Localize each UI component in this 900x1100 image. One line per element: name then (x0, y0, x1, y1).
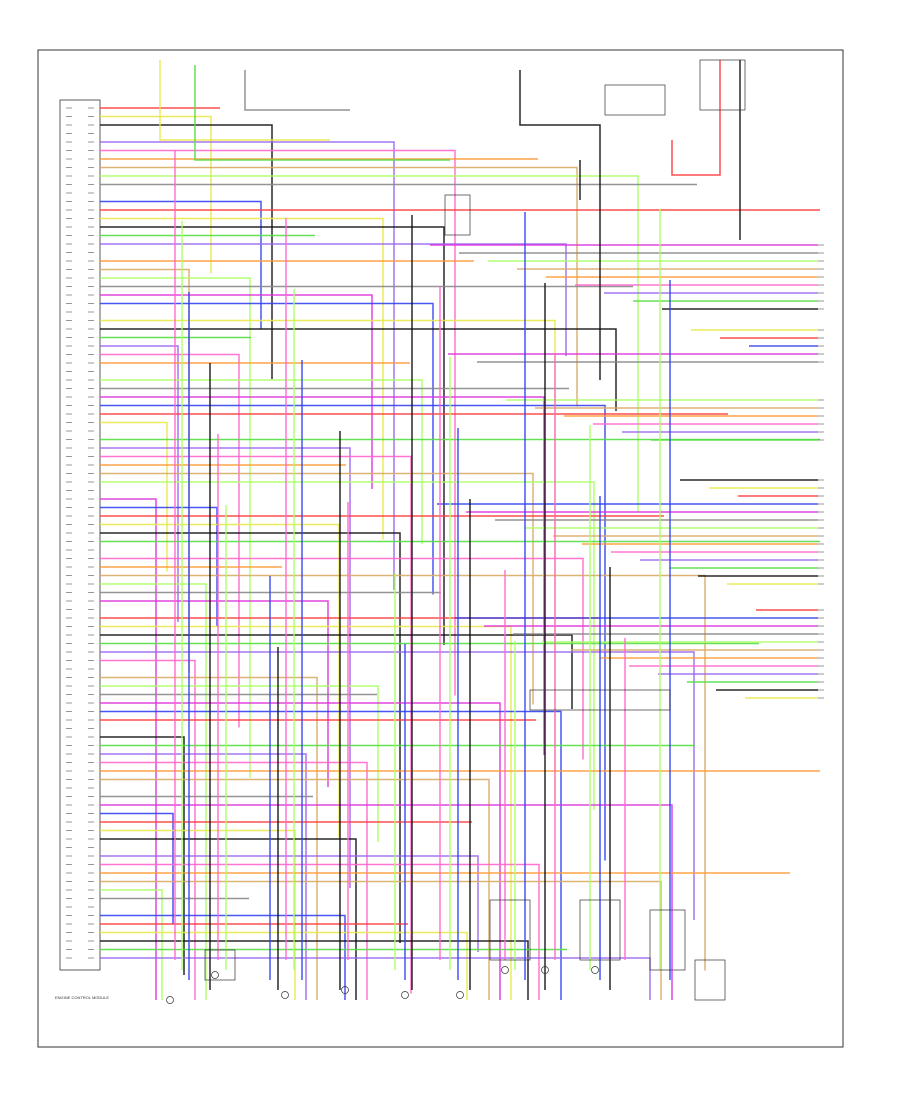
routed-wire (100, 634, 573, 709)
routed-wire (100, 676, 318, 1000)
ckp-sensor-box (204, 949, 236, 981)
routed-wire (100, 200, 262, 329)
routed-wire (100, 124, 273, 379)
routed-wire (100, 345, 179, 622)
ecm-caption: ENGINE CONTROL MODULE (55, 995, 110, 1000)
routed-wire (100, 353, 240, 728)
routed-wire (100, 328, 617, 411)
routed-wire (100, 141, 395, 590)
routed-wire (100, 421, 168, 572)
wire-bundle (100, 60, 820, 1000)
routed-wire (100, 659, 196, 1000)
routed-wire (100, 166, 578, 407)
routed-wire (100, 243, 567, 356)
injector-group-left (489, 899, 531, 961)
routed-wire (100, 685, 379, 842)
top-wire (519, 70, 601, 380)
routed-wire (100, 940, 529, 1000)
routed-wire (100, 829, 296, 1000)
routed-wire (100, 532, 401, 943)
routed-wire (100, 804, 673, 1000)
routed-wire (100, 149, 456, 696)
routed-wire (100, 880, 662, 1000)
component-terminal (166, 996, 174, 1004)
routed-wire (100, 498, 157, 1000)
routed-wire (100, 115, 212, 274)
routed-wire (100, 277, 251, 778)
routed-wire (100, 294, 373, 489)
ecm-left-block (59, 99, 101, 971)
injector-group-right (579, 899, 621, 961)
connector-labels (66, 107, 824, 959)
diagram-frame (37, 49, 844, 1048)
fuse-box (699, 59, 746, 111)
component-terminal (211, 971, 219, 979)
component-symbols (166, 59, 746, 1004)
routed-wire (100, 753, 307, 1000)
routed-wire (100, 481, 595, 810)
component-terminal (456, 991, 464, 999)
routed-wire (100, 447, 351, 888)
routed-wire (100, 523, 340, 838)
routed-wire (100, 379, 423, 544)
routed-wire (100, 838, 357, 1000)
iac-valve-box (649, 909, 686, 971)
routed-wire (100, 302, 434, 595)
routed-wire (100, 863, 540, 1000)
routed-wire (100, 931, 468, 1000)
routed-wire (100, 583, 207, 1000)
routed-wire (100, 404, 606, 861)
routed-wire (100, 557, 584, 760)
routed-wire (100, 778, 490, 1000)
component-terminal (501, 966, 509, 974)
component-terminal (541, 966, 549, 974)
top-wire (159, 60, 330, 141)
routed-wire (100, 506, 218, 627)
routed-wire (100, 812, 174, 925)
routed-wire (100, 736, 185, 975)
top-wire (671, 60, 721, 176)
routed-wire (100, 455, 412, 994)
routed-wire (100, 889, 163, 1000)
relay-box (444, 194, 471, 236)
routed-wire (100, 472, 534, 705)
component-terminal (401, 991, 409, 999)
component-terminal (281, 991, 289, 999)
tp-sensor-box (694, 959, 726, 1001)
connector-box (529, 689, 671, 711)
ignition-switch-box (604, 84, 666, 116)
component-terminal (591, 966, 599, 974)
routed-wire (100, 217, 384, 540)
top-wire (244, 70, 350, 111)
routed-wire (100, 710, 562, 1000)
routed-wire (100, 600, 329, 787)
component-terminal (341, 986, 349, 994)
routed-wire (100, 651, 695, 920)
top-wire (194, 65, 450, 161)
routed-wire (100, 702, 501, 1000)
routed-wire (100, 226, 445, 645)
